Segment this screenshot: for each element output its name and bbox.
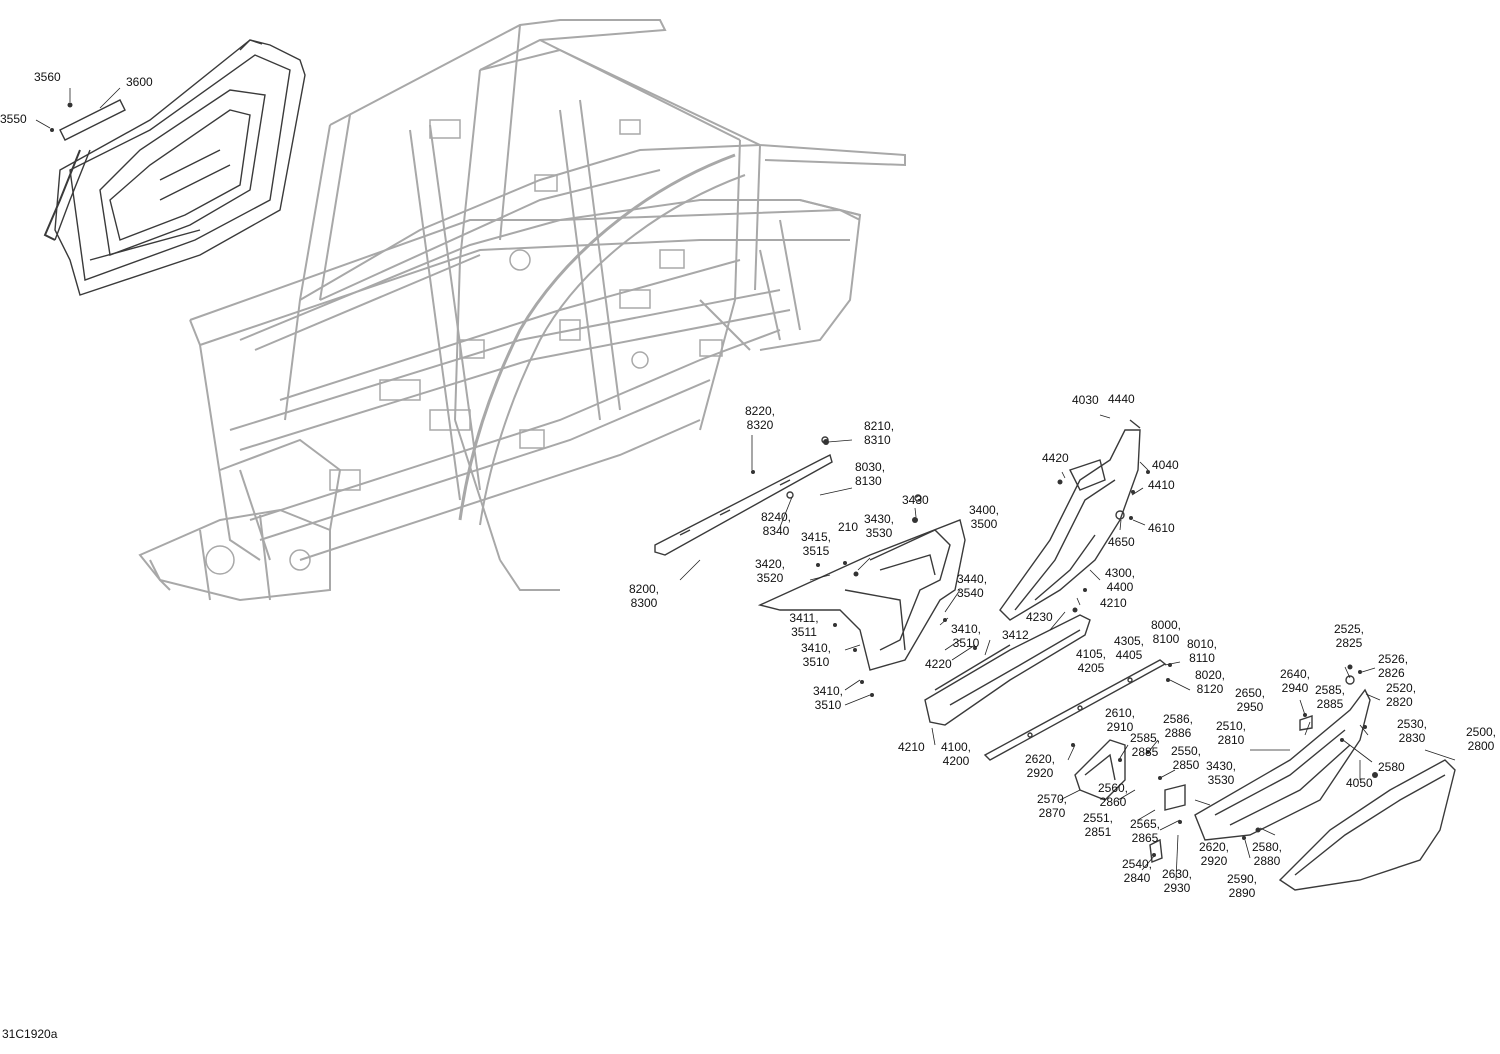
callout-label: 3420, 3520 [754, 557, 786, 585]
door-panel-assembly [43, 39, 306, 296]
callout-label: 3412 [1002, 628, 1029, 642]
callout-label: 3430 [902, 493, 929, 507]
callout-label: 2500, 2800 [1465, 725, 1497, 753]
callout-label: 8020, 8120 [1194, 668, 1226, 696]
callout-label: 4210 [1100, 596, 1127, 610]
callout-label: 2630, 2930 [1161, 867, 1193, 895]
callout-label: 2580, 2880 [1251, 840, 1283, 868]
vehicle-frame [138, 19, 906, 602]
callout-label: 2580 [1378, 760, 1405, 774]
callout-label: 3430, 3530 [1205, 759, 1237, 787]
callout-label: 3411, 3511 [789, 611, 819, 639]
callout-label: 2520, 2820 [1386, 681, 1417, 709]
leader-lines [35, 87, 1456, 881]
callout-label: 3430, 3530 [863, 512, 895, 540]
callout-label: 2530, 2830 [1396, 717, 1428, 745]
callout-label: 2620, 2920 [1024, 752, 1056, 780]
callout-label: 2550, 2850 [1170, 744, 1202, 772]
callout-label: 4610 [1148, 521, 1175, 535]
callout-label: 2540, 2840 [1121, 857, 1153, 885]
callout-label: 8000, 8100 [1150, 618, 1182, 646]
callout-label: 210 [838, 520, 859, 534]
callout-label: 3440, 3540 [957, 572, 988, 600]
callout-label: 8030, 8130 [855, 460, 886, 488]
callout-label: 3410, 3510 [812, 684, 844, 712]
callout-label: 4050 [1346, 776, 1373, 790]
callout-label: 2525, 2825 [1333, 622, 1365, 650]
fasteners [50, 102, 1378, 857]
callout-label: 2570, 2870 [1036, 792, 1068, 820]
callout-label: 3415, 3515 [800, 530, 832, 558]
callout-label: 8200, 8300 [628, 582, 660, 610]
callout-label: 2650, 2950 [1234, 686, 1266, 714]
callout-label: 3400, 3500 [968, 503, 1000, 531]
callout-label: 2565, 2865 [1129, 817, 1161, 845]
callout-label: 4030 [1072, 393, 1099, 407]
callout-label: 8220, 8320 [744, 404, 776, 432]
callout-label: 4420 [1042, 451, 1069, 465]
callout-label: 8010, 8110 [1186, 637, 1218, 665]
callout-label: 2620, 2920 [1198, 840, 1230, 868]
callout-label: 8210, 8310 [864, 419, 895, 447]
drawing-code: 31C1920a [2, 1027, 58, 1041]
callout-label: 2610, 2910 [1104, 706, 1136, 734]
callout-label: 3560 [34, 70, 61, 84]
callout-label: 3410, 3510 [800, 641, 832, 669]
callout-label: 2585, 2885 [1314, 683, 1346, 711]
callout-label: 4105, 4205 [1075, 647, 1107, 675]
callout-label: 3600 [126, 75, 153, 89]
callout-label: 4040 [1152, 458, 1179, 472]
callout-label: 8240, 8340 [760, 510, 792, 538]
callout-label: 3410, 3510 [950, 622, 982, 650]
callout-label: 4220 [925, 657, 952, 671]
callout-label: 2585, 2885 [1129, 731, 1161, 759]
callout-label: 2590, 2890 [1226, 872, 1258, 900]
callout-label: 2560, 2860 [1097, 781, 1129, 809]
callout-label: 4650 [1108, 535, 1135, 549]
side-panels [654, 419, 1456, 891]
callout-label: 2510, 2810 [1215, 719, 1247, 747]
callout-label: 4300, 4400 [1104, 566, 1136, 594]
callout-label: 4100, 4200 [940, 740, 972, 768]
callout-label: 4410 [1148, 478, 1175, 492]
callout-label: 4440 [1108, 392, 1135, 406]
callout-label: 4305, 4405 [1113, 634, 1145, 662]
callout-label: 2526, 2826 [1378, 652, 1409, 680]
callout-label: 2551, 2851 [1082, 811, 1114, 839]
callout-label: 2586, 2886 [1162, 712, 1194, 740]
callout-label: 4210 [898, 740, 925, 754]
callout-label: 4230 [1026, 610, 1053, 624]
callout-label: 2640, 2940 [1279, 667, 1311, 695]
callout-label: 3550 [0, 112, 27, 126]
